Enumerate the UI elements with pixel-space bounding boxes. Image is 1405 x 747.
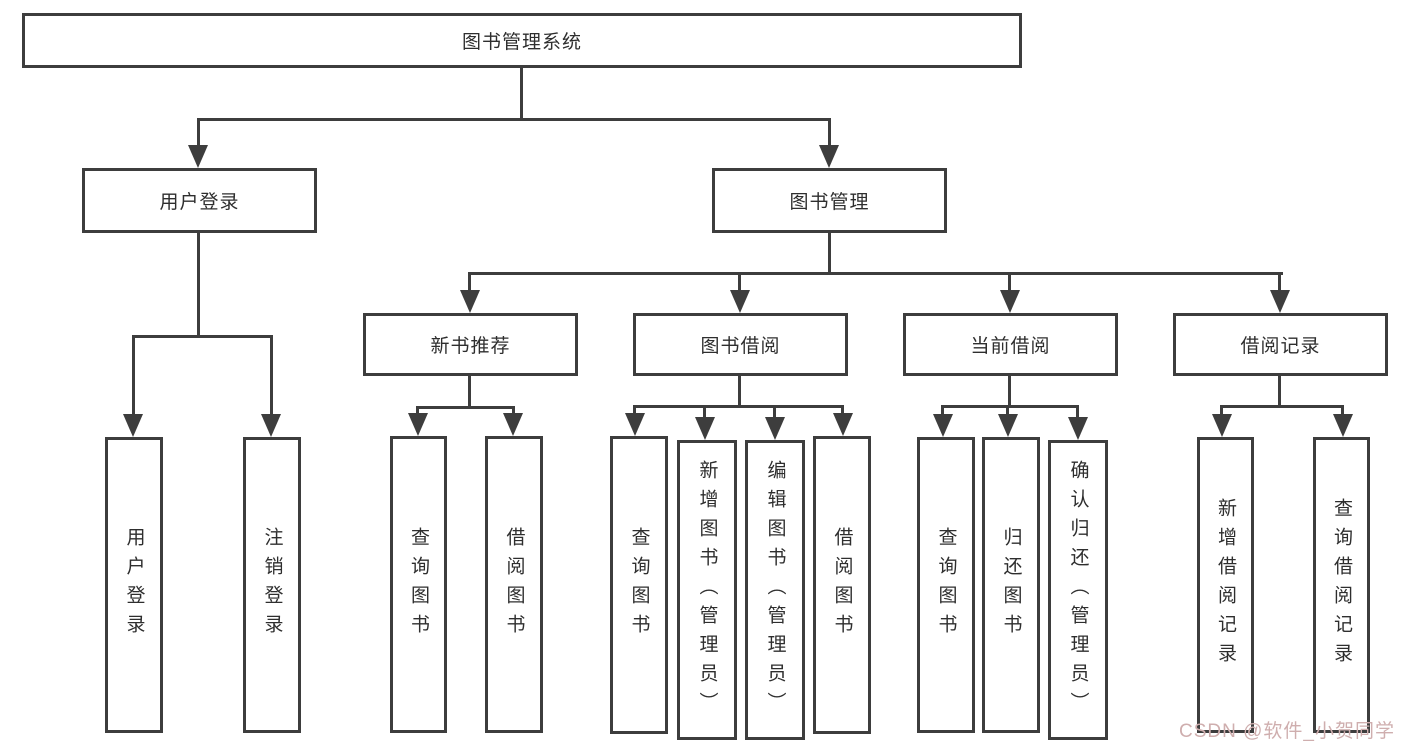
connector-arrowhead	[188, 145, 208, 168]
connector-line	[738, 376, 741, 407]
connector-arrowhead	[730, 290, 750, 313]
node-library-management-system: 图书管理系统	[22, 13, 1022, 68]
connector-line	[416, 406, 515, 409]
node-book-borrowing: 图书借阅	[633, 313, 848, 376]
node-current-borrowing: 当前借阅	[903, 313, 1118, 376]
connector-line	[132, 335, 135, 415]
connector-arrowhead	[695, 417, 715, 440]
connector-line	[197, 118, 831, 121]
connector-line	[520, 68, 523, 120]
connector-arrowhead	[933, 414, 953, 437]
connector-line	[941, 405, 1079, 408]
connector-line	[738, 272, 741, 292]
connector-line	[197, 233, 200, 337]
connector-line	[1220, 405, 1223, 415]
connector-arrowhead	[1333, 414, 1353, 437]
leaf-add-book-admin: 新增图书（管理员）	[677, 440, 737, 740]
node-book-management: 图书管理	[712, 168, 947, 233]
connector-line	[468, 376, 471, 408]
connector-arrowhead	[1212, 414, 1232, 437]
leaf-label: 查询图书	[935, 527, 957, 643]
connector-line	[1278, 272, 1281, 292]
connector-line	[841, 405, 844, 415]
leaf-query-borrow-record: 查询借阅记录	[1313, 437, 1370, 733]
leaf-return-book: 归还图书	[982, 437, 1040, 733]
leaf-borrow-book: 借阅图书	[813, 436, 871, 734]
connector-arrowhead	[460, 290, 480, 313]
node-user-login: 用户登录	[82, 168, 317, 233]
connector-line	[828, 233, 831, 274]
connector-arrowhead	[1068, 417, 1088, 440]
leaf-label: 用户登录	[123, 527, 145, 643]
connector-line	[773, 405, 776, 417]
connector-line	[703, 405, 706, 417]
connector-line	[1008, 272, 1011, 292]
leaf-label: 借阅图书	[831, 527, 853, 643]
leaf-label: 新增图书（管理员）	[696, 459, 718, 721]
connector-line	[633, 405, 636, 415]
node-borrowing-records: 借阅记录	[1173, 313, 1388, 376]
connector-line	[633, 405, 844, 408]
leaf-user-login: 用户登录	[105, 437, 163, 733]
connector-line	[1008, 376, 1011, 407]
leaf-label: 注销登录	[261, 527, 283, 643]
connector-line	[197, 118, 200, 148]
leaf-query-book: 查询图书	[390, 436, 447, 733]
leaf-label: 查询图书	[408, 526, 429, 643]
csdn-watermark: CSDN @软件_小贺同学	[1179, 721, 1395, 742]
leaf-label: 新增借阅记录	[1215, 498, 1236, 672]
connector-arrowhead	[261, 414, 281, 437]
connector-line	[1278, 376, 1281, 407]
leaf-borrow-book: 借阅图书	[485, 436, 543, 733]
node-new-book-recommendation: 新书推荐	[363, 313, 578, 376]
connector-arrowhead	[819, 145, 839, 168]
connector-line	[828, 118, 831, 148]
connector-arrowhead	[998, 414, 1018, 437]
leaf-label: 确认归还（管理员）	[1067, 459, 1089, 721]
connector-arrowhead	[503, 413, 523, 436]
connector-arrowhead	[123, 414, 143, 437]
leaf-label: 归还图书	[1000, 527, 1022, 643]
connector-line	[416, 406, 419, 416]
connector-arrowhead	[833, 413, 853, 436]
connector-line	[1220, 405, 1344, 408]
leaf-label: 借阅图书	[503, 526, 525, 643]
connector-line	[512, 406, 515, 416]
connector-arrowhead	[765, 417, 785, 440]
leaf-logout: 注销登录	[243, 437, 301, 733]
connector-arrowhead	[1270, 290, 1290, 313]
leaf-query-book: 查询图书	[917, 437, 975, 733]
leaf-edit-book-admin: 编辑图书（管理员）	[745, 440, 805, 740]
leaf-confirm-return-admin: 确认归还（管理员）	[1048, 440, 1108, 740]
leaf-label: 查询借阅记录	[1331, 498, 1352, 672]
connector-line	[270, 335, 273, 415]
connector-line	[468, 272, 1283, 275]
connector-line	[132, 335, 273, 338]
connector-line	[468, 272, 471, 292]
connector-arrowhead	[1000, 290, 1020, 313]
connector-line	[1341, 405, 1344, 415]
leaf-label: 编辑图书（管理员）	[764, 459, 786, 721]
leaf-add-borrow-record: 新增借阅记录	[1197, 437, 1254, 733]
connector-line	[941, 405, 944, 415]
connector-arrowhead	[625, 413, 645, 436]
connector-line	[1076, 405, 1079, 417]
connector-arrowhead	[408, 413, 428, 436]
leaf-query-book: 查询图书	[610, 436, 668, 734]
leaf-label: 查询图书	[628, 527, 650, 643]
connector-line	[1006, 405, 1009, 415]
